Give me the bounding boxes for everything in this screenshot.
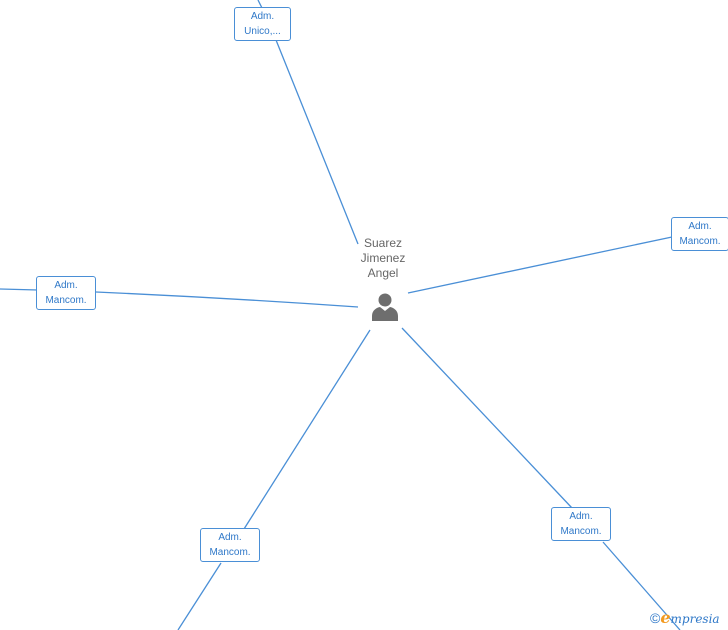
- edge-top: [275, 39, 359, 245]
- edge-top-upper: [257, 0, 263, 9]
- center-name-line-3: Angel: [367, 266, 399, 280]
- role-box-right[interactable]: Adm. Mancom.: [671, 217, 728, 251]
- role-box-right-line1: Adm.: [688, 221, 712, 232]
- role-box-bottom-right[interactable]: Adm. Mancom.: [551, 507, 611, 541]
- role-box-top[interactable]: Adm. Unico,...: [234, 7, 291, 41]
- edge-bottom-right-outer: [602, 541, 681, 630]
- role-box-top-line2: Unico,...: [244, 26, 281, 37]
- edge-left-outer: [0, 288, 39, 291]
- role-box-right-line2: Mancom.: [679, 236, 721, 247]
- brand-name: mpresia: [670, 612, 720, 626]
- role-box-bottom-left-line1: Adm.: [218, 532, 242, 543]
- center-name-line-1: Suarez: [363, 236, 403, 250]
- edge-bottom-right: [401, 327, 573, 509]
- edge-right: [407, 236, 673, 294]
- role-box-bottom-left-line2: Mancom.: [209, 547, 251, 558]
- role-box-bottom-right-line1: Adm.: [569, 511, 593, 522]
- center-person-name: Suarez Jimenez Angel: [343, 236, 423, 281]
- empresia-watermark: ©empresia: [650, 609, 720, 628]
- role-box-left-line1: Adm.: [54, 280, 78, 291]
- role-box-left[interactable]: Adm. Mancom.: [36, 276, 96, 310]
- brand-initial: e: [660, 608, 671, 627]
- person-icon[interactable]: [370, 292, 400, 322]
- role-box-bottom-left[interactable]: Adm. Mancom.: [200, 528, 260, 562]
- role-box-top-line1: Adm.: [250, 11, 275, 22]
- copyright-icon: ©: [650, 610, 661, 626]
- edge-left: [95, 291, 359, 308]
- center-name-line-2: Jimenez: [360, 251, 406, 265]
- role-box-left-line2: Mancom.: [45, 295, 87, 306]
- edge-bottom-left: [243, 329, 371, 530]
- role-box-bottom-right-line2: Mancom.: [560, 526, 602, 537]
- edge-bottom-left-outer: [177, 562, 222, 630]
